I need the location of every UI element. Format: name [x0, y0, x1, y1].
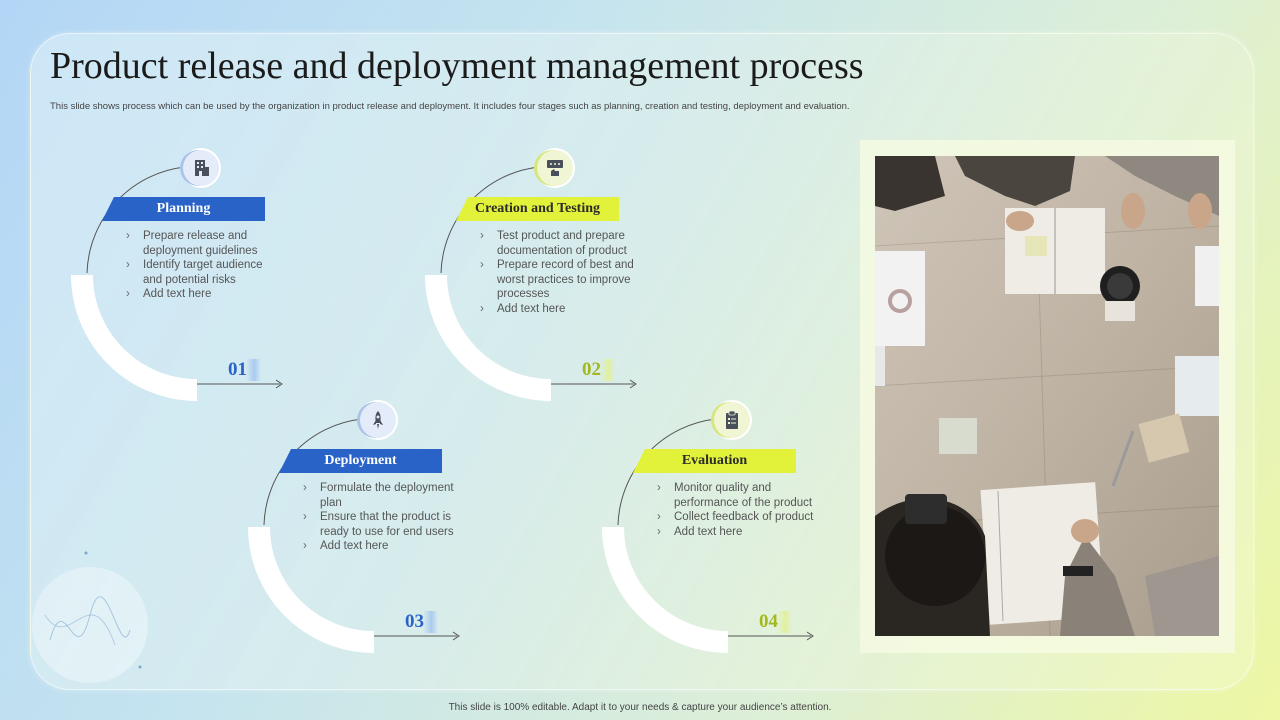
bullet-item: Identify target audience and potential r…	[124, 258, 284, 287]
stage-bullets: Formulate the deployment plan Ensure tha…	[301, 481, 461, 554]
stage-label: Planning	[102, 197, 265, 221]
bullet-item: Add text here	[655, 525, 815, 540]
bullet-item: Ensure that the product is ready to use …	[301, 510, 461, 539]
stage-label: Creation and Testing	[456, 197, 619, 221]
bullet-item: Monitor quality and performance of the p…	[655, 481, 815, 510]
stage-bullets: Monitor quality and performance of the p…	[655, 481, 815, 539]
thumbs-up-chat-icon	[537, 150, 573, 186]
stage-number: 04	[759, 611, 792, 633]
stage-deployment: Deployment Formulate the deployment plan…	[248, 397, 592, 657]
stage-evaluation: Evaluation Monitor quality and performan…	[602, 397, 946, 657]
stage-number: 01	[228, 359, 261, 381]
bullet-item: Collect feedback of product	[655, 510, 815, 525]
stage-label: Evaluation	[633, 449, 796, 473]
page-subtitle: This slide shows process which can be us…	[50, 101, 850, 112]
bullet-item: Add text here	[478, 302, 638, 317]
bullet-item: Test product and prepare documentation o…	[478, 229, 638, 258]
stage-bullets: Test product and prepare documentation o…	[478, 229, 638, 316]
bullet-item: Add text here	[124, 287, 284, 302]
bullet-item: Formulate the deployment plan	[301, 481, 461, 510]
meeting-photo	[875, 156, 1219, 636]
stage-planning: Planning Prepare release and deployment …	[71, 145, 415, 405]
page-title: Product release and deployment managemen…	[50, 45, 864, 87]
stage-label: Deployment	[279, 449, 442, 473]
checklist-icon	[714, 402, 750, 438]
stage-number: 02	[582, 359, 615, 381]
stage-number: 03	[405, 611, 438, 633]
stage-bullets: Prepare release and deployment guideline…	[124, 229, 284, 302]
footer-note: This slide is 100% editable. Adapt it to…	[448, 702, 832, 713]
decorative-circle	[32, 551, 148, 683]
bullet-item: Prepare record of best and worst practic…	[478, 258, 638, 302]
building-icon	[183, 150, 219, 186]
rocket-icon	[360, 402, 396, 438]
stage-creation-testing: Creation and Testing Test product and pr…	[425, 145, 769, 405]
bullet-item: Add text here	[301, 539, 461, 554]
bullet-item: Prepare release and deployment guideline…	[124, 229, 284, 258]
